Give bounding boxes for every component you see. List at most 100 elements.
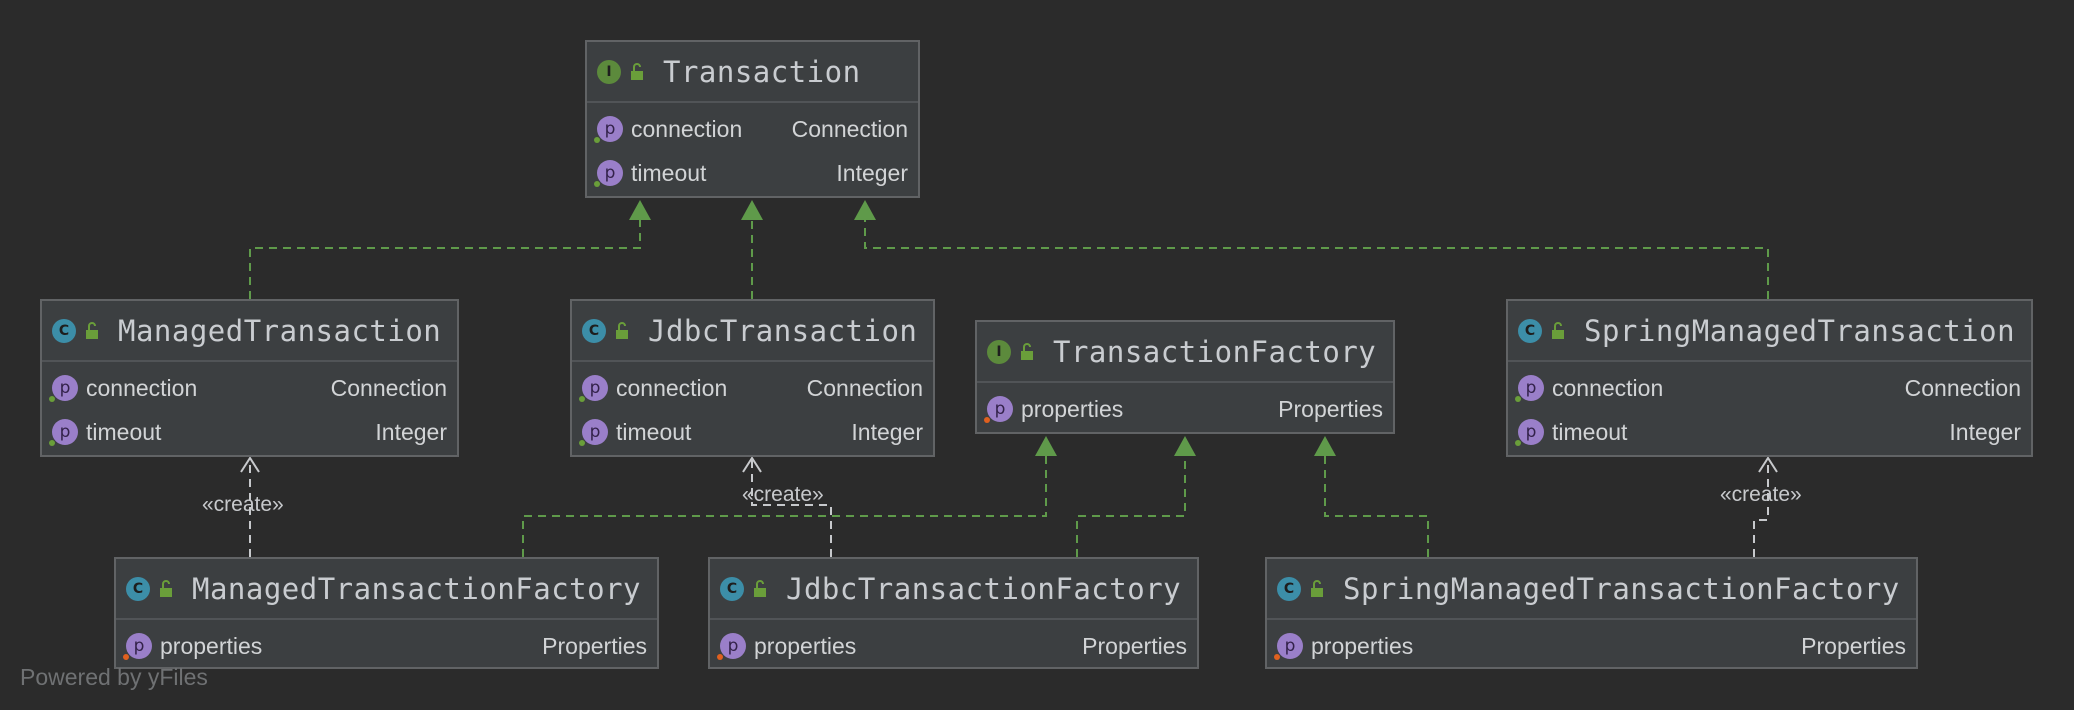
property-row[interactable]: p timeout Integer xyxy=(572,410,933,454)
create-arrowhead-jdbc xyxy=(742,456,762,473)
property-row[interactable]: p timeout Integer xyxy=(587,151,918,195)
property-row[interactable]: p properties Properties xyxy=(977,387,1393,431)
class-icon: C xyxy=(52,318,76,343)
node-title: JdbcTransaction xyxy=(648,313,918,348)
class-icon: C xyxy=(582,318,606,343)
property-icon: p xyxy=(1274,633,1303,660)
unlock-icon xyxy=(1021,342,1033,360)
arrowhead-factory-mid xyxy=(1174,436,1196,456)
property-name: timeout xyxy=(86,418,162,445)
node-transaction[interactable]: I Transaction p connection Connection p … xyxy=(585,40,920,198)
node-managed-transaction[interactable]: C ManagedTransaction p connection Connec… xyxy=(40,299,459,457)
property-type: Connection xyxy=(1904,374,2021,401)
unlock-icon xyxy=(1311,579,1323,597)
node-header: I TransactionFactory xyxy=(977,322,1393,383)
property-icon: p xyxy=(594,160,623,187)
property-name: connection xyxy=(86,374,198,401)
unlock-icon xyxy=(631,62,643,80)
unlock-icon xyxy=(616,321,628,339)
class-icon: C xyxy=(126,576,150,601)
property-row[interactable]: p connection Connection xyxy=(1508,366,2031,410)
property-row[interactable]: p timeout Integer xyxy=(42,410,457,454)
watermark: Powered by yFiles xyxy=(20,664,208,690)
edge-springfactory-to-transactionfactory xyxy=(1324,454,1429,557)
property-name: properties xyxy=(1311,632,1414,659)
property-type: Integer xyxy=(851,418,923,445)
property-name: connection xyxy=(631,115,743,142)
arrowhead-transaction-left xyxy=(629,200,651,220)
property-name: timeout xyxy=(616,418,692,445)
node-title: ManagedTransaction xyxy=(118,313,442,348)
property-type: Properties xyxy=(1278,395,1383,422)
edge-springmanagedtransaction-to-transaction xyxy=(864,218,1769,299)
node-title: ManagedTransactionFactory xyxy=(192,571,641,606)
property-type: Connection xyxy=(330,374,447,401)
node-jdbc-transaction-factory[interactable]: C JdbcTransactionFactory p properties Pr… xyxy=(708,557,1199,669)
property-icon: p xyxy=(49,375,78,402)
property-icon: p xyxy=(49,419,78,446)
property-row[interactable]: p properties Properties xyxy=(1267,624,1916,668)
class-icon: C xyxy=(1277,576,1301,601)
edge-managedfactory-to-transactionfactory xyxy=(522,454,1047,557)
node-jdbc-transaction[interactable]: C JdbcTransaction p connection Connectio… xyxy=(570,299,935,457)
property-type: Integer xyxy=(1949,418,2021,445)
node-spring-managed-transaction-factory[interactable]: C SpringManagedTransactionFactory p prop… xyxy=(1265,557,1918,669)
create-label-spring: «create» xyxy=(1720,483,1802,506)
arrowhead-transaction-right xyxy=(854,200,876,220)
property-icon: p xyxy=(123,633,152,660)
property-name: timeout xyxy=(631,159,707,186)
unlock-icon xyxy=(160,579,172,597)
edge-create-jdbc xyxy=(751,460,832,557)
unlock-icon xyxy=(754,579,766,597)
create-label-jdbc: «create» xyxy=(742,483,824,506)
property-icon: p xyxy=(717,633,746,660)
node-spring-managed-transaction[interactable]: C SpringManagedTransaction p connection … xyxy=(1506,299,2033,457)
node-title: Transaction xyxy=(663,54,861,89)
node-title: JdbcTransactionFactory xyxy=(786,571,1182,606)
edge-create-spring xyxy=(1753,460,1769,557)
node-title: SpringManagedTransactionFactory xyxy=(1343,571,1900,606)
property-row[interactable]: p connection Connection xyxy=(587,107,918,151)
create-arrowhead-managed xyxy=(240,456,260,473)
node-header: I Transaction xyxy=(587,42,918,103)
property-name: properties xyxy=(1021,395,1124,422)
property-icon: p xyxy=(594,116,623,143)
property-name: connection xyxy=(1552,374,1664,401)
property-row[interactable]: p timeout Integer xyxy=(1508,410,2031,454)
interface-icon: I xyxy=(597,59,621,84)
property-name: connection xyxy=(616,374,728,401)
create-arrowhead-spring xyxy=(1758,456,1778,473)
node-title: TransactionFactory xyxy=(1053,334,1377,369)
node-transaction-factory[interactable]: I TransactionFactory p properties Proper… xyxy=(975,320,1395,434)
property-name: properties xyxy=(160,632,263,659)
unlock-icon xyxy=(1552,321,1564,339)
node-header: C SpringManagedTransactionFactory xyxy=(1267,559,1916,620)
arrowhead-factory-right xyxy=(1314,436,1336,456)
edge-managedtransaction-to-transaction xyxy=(249,218,641,299)
arrowhead-factory-left xyxy=(1035,436,1057,456)
property-row[interactable]: p properties Properties xyxy=(116,624,657,668)
property-type: Connection xyxy=(806,374,923,401)
create-label-managed: «create» xyxy=(202,493,284,516)
property-name: properties xyxy=(754,632,857,659)
property-type: Connection xyxy=(791,115,908,142)
node-header: C ManagedTransactionFactory xyxy=(116,559,657,620)
property-icon: p xyxy=(1515,419,1544,446)
property-type: Integer xyxy=(836,159,908,186)
property-row[interactable]: p connection Connection xyxy=(572,366,933,410)
interface-icon: I xyxy=(987,339,1011,364)
property-row[interactable]: p properties Properties xyxy=(710,624,1197,668)
node-managed-transaction-factory[interactable]: C ManagedTransactionFactory p properties… xyxy=(114,557,659,669)
node-header: C SpringManagedTransaction xyxy=(1508,301,2031,362)
property-type: Properties xyxy=(542,632,647,659)
arrowhead-transaction-mid xyxy=(741,200,763,220)
edge-jdbcfactory-to-transactionfactory xyxy=(1076,454,1186,557)
node-header: C JdbcTransaction xyxy=(572,301,933,362)
property-row[interactable]: p connection Connection xyxy=(42,366,457,410)
node-title: SpringManagedTransaction xyxy=(1584,313,2016,348)
property-type: Properties xyxy=(1801,632,1906,659)
node-header: C ManagedTransaction xyxy=(42,301,457,362)
property-type: Integer xyxy=(375,418,447,445)
property-icon: p xyxy=(579,419,608,446)
